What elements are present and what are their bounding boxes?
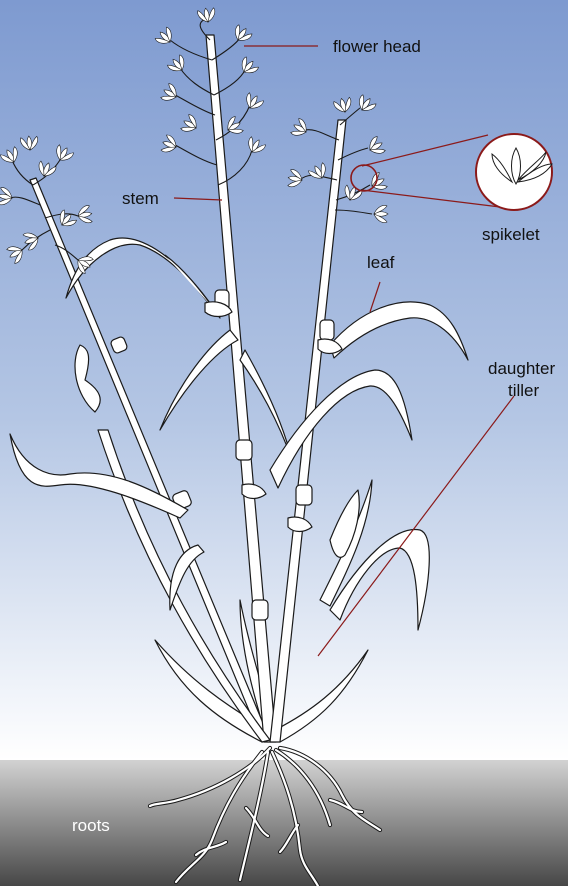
label-leaf: leaf bbox=[367, 253, 395, 272]
label-daughter-tiller-1: daughter bbox=[488, 359, 555, 378]
label-roots: roots bbox=[72, 816, 110, 835]
label-flower-head: flower head bbox=[333, 37, 421, 56]
label-daughter-tiller-2: tiller bbox=[508, 381, 540, 400]
label-spikelet: spikelet bbox=[482, 225, 540, 244]
label-stem: stem bbox=[122, 189, 159, 208]
